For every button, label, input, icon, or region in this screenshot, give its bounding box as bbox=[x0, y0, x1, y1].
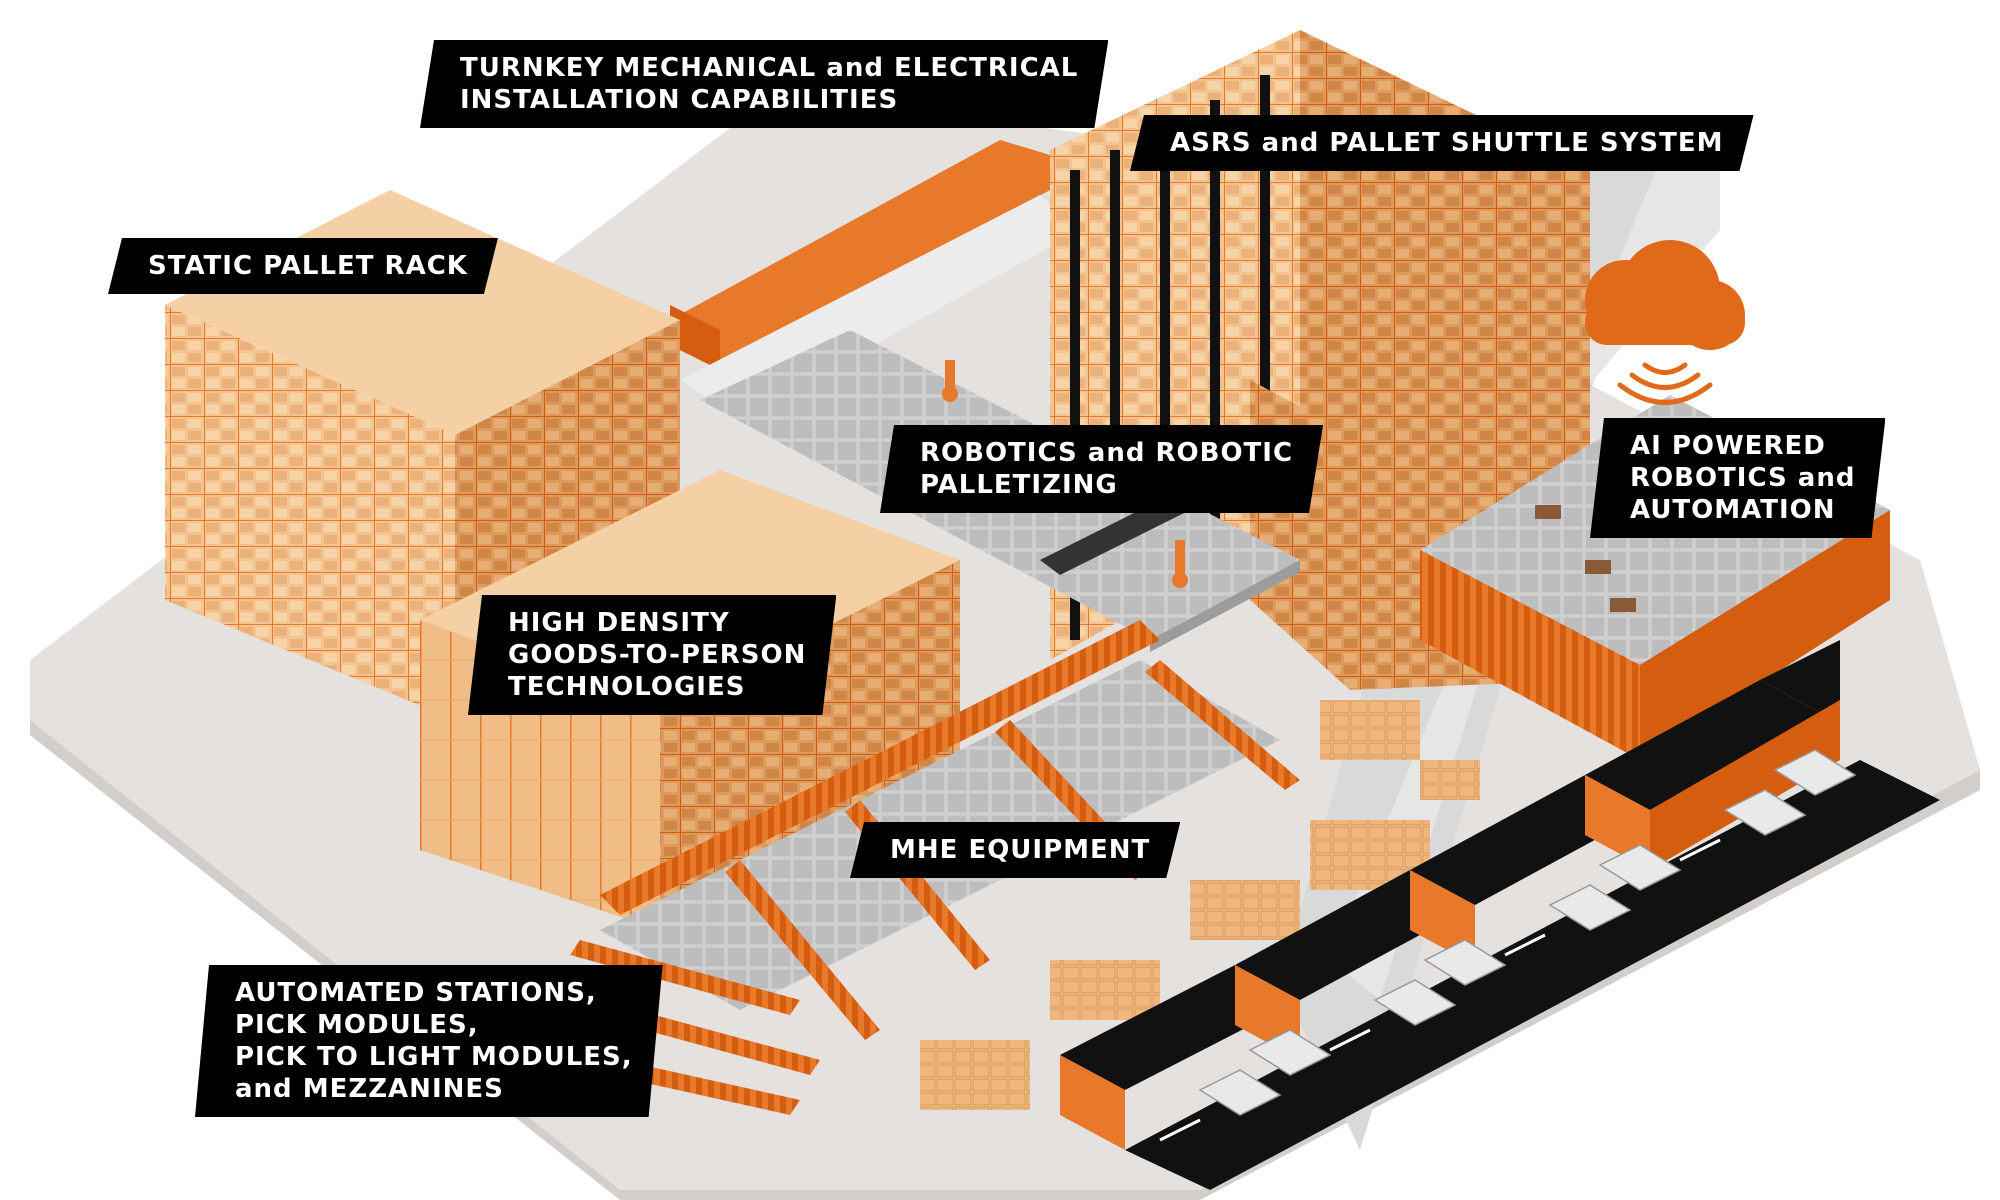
label-turnkey: TURNKEY MECHANICAL and ELECTRICAL INSTAL… bbox=[420, 40, 1108, 128]
carton-stack bbox=[920, 1040, 1030, 1110]
label-line: AI POWERED bbox=[1630, 431, 1826, 461]
dock-apron bbox=[1125, 760, 1940, 1190]
label-asrs: ASRS and PALLET SHUTTLE SYSTEM bbox=[1130, 115, 1754, 171]
label-line: and MEZZANINES bbox=[235, 1074, 504, 1104]
label-robotics: ROBOTICS and ROBOTIC PALLETIZING bbox=[880, 425, 1323, 513]
label-line: MHE EQUIPMENT bbox=[890, 835, 1151, 865]
arrow-left-icon bbox=[1159, 838, 1721, 1142]
ai-robot bbox=[1610, 598, 1636, 612]
label-line: ASRS and PALLET SHUTTLE SYSTEM bbox=[1170, 128, 1724, 158]
robotics-platform-edge bbox=[1150, 560, 1300, 652]
conveyor-spur-4 bbox=[725, 860, 880, 1040]
label-line: AUTOMATION bbox=[1630, 495, 1836, 525]
ai-grid-side bbox=[1640, 510, 1890, 760]
carton-stack bbox=[1190, 880, 1300, 940]
conveyor-spur-1 bbox=[1145, 660, 1300, 790]
carton-stack bbox=[1320, 700, 1420, 760]
truck-docks bbox=[1060, 640, 1840, 1150]
ai-grid-front bbox=[1420, 550, 1640, 760]
label-line: TECHNOLOGIES bbox=[508, 672, 746, 702]
label-line: TURNKEY MECHANICAL and ELECTRICAL bbox=[460, 53, 1079, 83]
truck-icon bbox=[1198, 749, 1857, 1116]
carton-stack bbox=[1420, 760, 1480, 800]
label-line: HIGH DENSITY bbox=[508, 608, 730, 638]
dock-roof-5 bbox=[1760, 640, 1840, 715]
ai-robot bbox=[1585, 560, 1611, 574]
dock-building-front bbox=[670, 305, 720, 370]
label-ai: AI POWERED ROBOTICS and AUTOMATION bbox=[1590, 418, 1885, 538]
dock-front-4 bbox=[1585, 775, 1650, 870]
label-static-rack: STATIC PALLET RACK bbox=[108, 238, 498, 294]
label-line: GOODS-TO-PERSON bbox=[508, 640, 807, 670]
carton-stack bbox=[1050, 960, 1160, 1020]
conveyor-lower-3 bbox=[610, 1060, 800, 1115]
dock-roof-4 bbox=[1585, 680, 1825, 810]
asrs-aisles bbox=[1070, 75, 1270, 640]
conveyor-main bbox=[600, 620, 1160, 915]
label-line: PALLETIZING bbox=[920, 470, 1118, 500]
static-rack-left bbox=[165, 305, 455, 720]
dock-front-5 bbox=[1650, 700, 1840, 870]
dock-building-top bbox=[670, 140, 1050, 370]
label-line: AUTOMATED STATIONS, bbox=[235, 978, 597, 1008]
label-line: ROBOTICS and ROBOTIC bbox=[920, 438, 1294, 468]
label-line: PICK TO LIGHT MODULES, bbox=[235, 1042, 633, 1072]
cloud-icon bbox=[1585, 240, 1745, 350]
label-line: ROBOTICS and bbox=[1630, 463, 1856, 493]
dock-front-3 bbox=[1410, 870, 1475, 965]
label-line: INSTALLATION CAPABILITIES bbox=[460, 85, 899, 115]
dock-front-1 bbox=[1060, 1055, 1125, 1150]
label-goods-to-person: HIGH DENSITY GOODS-TO-PERSON TECHNOLOGIE… bbox=[468, 595, 836, 715]
robot-arm-icons bbox=[942, 360, 1188, 588]
label-automated: AUTOMATED STATIONS, PICK MODULES, PICK T… bbox=[195, 965, 663, 1117]
ai-robot bbox=[1535, 505, 1561, 519]
wifi-signal-icon bbox=[1617, 362, 1713, 405]
conveyor-lower-1 bbox=[570, 940, 800, 1015]
label-line: STATIC PALLET RACK bbox=[148, 251, 468, 281]
label-mhe: MHE EQUIPMENT bbox=[850, 822, 1180, 878]
label-line: PICK MODULES, bbox=[235, 1010, 479, 1040]
